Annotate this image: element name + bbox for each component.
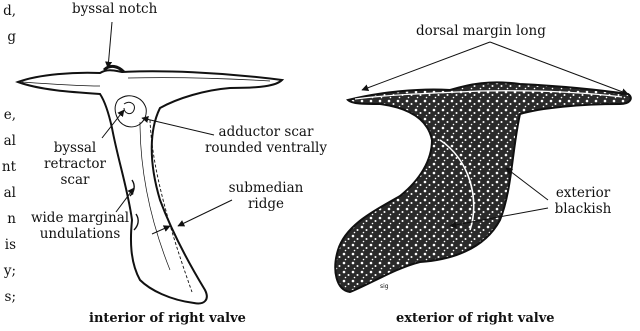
label-line: ridge	[226, 196, 306, 212]
label-line: wide marginal	[24, 210, 136, 226]
leader-dorsal-left	[362, 42, 490, 90]
label-wide-marginal-undulations: wide marginal undulations	[24, 210, 136, 242]
label-line: scar	[38, 172, 112, 188]
label-line: blackish	[538, 201, 628, 217]
label-line: adductor scar	[196, 124, 336, 140]
artist-signature: sig	[380, 283, 389, 290]
label-adductor-scar: adductor scar rounded ventrally	[196, 124, 336, 156]
label-byssal-retractor-scar: byssal retractor scar	[38, 140, 112, 188]
label-dorsal-margin: dorsal margin long	[416, 23, 546, 39]
label-line: exterior	[538, 185, 628, 201]
caption-interior: interior of right valve	[89, 311, 246, 326]
label-submedian-ridge: submedian ridge	[226, 180, 306, 212]
label-line: retractor	[38, 156, 112, 172]
label-line: byssal	[38, 140, 112, 156]
caption-exterior: exterior of right valve	[396, 311, 555, 326]
label-byssal-notch: byssal notch	[72, 1, 157, 17]
label-line: undulations	[24, 226, 136, 242]
leader-submedian-ridge	[178, 200, 232, 226]
label-line: submedian	[226, 180, 306, 196]
label-exterior-blackish: exterior blackish	[538, 185, 628, 217]
label-line: rounded ventrally	[196, 140, 336, 156]
leader-byssal-notch	[108, 22, 112, 68]
